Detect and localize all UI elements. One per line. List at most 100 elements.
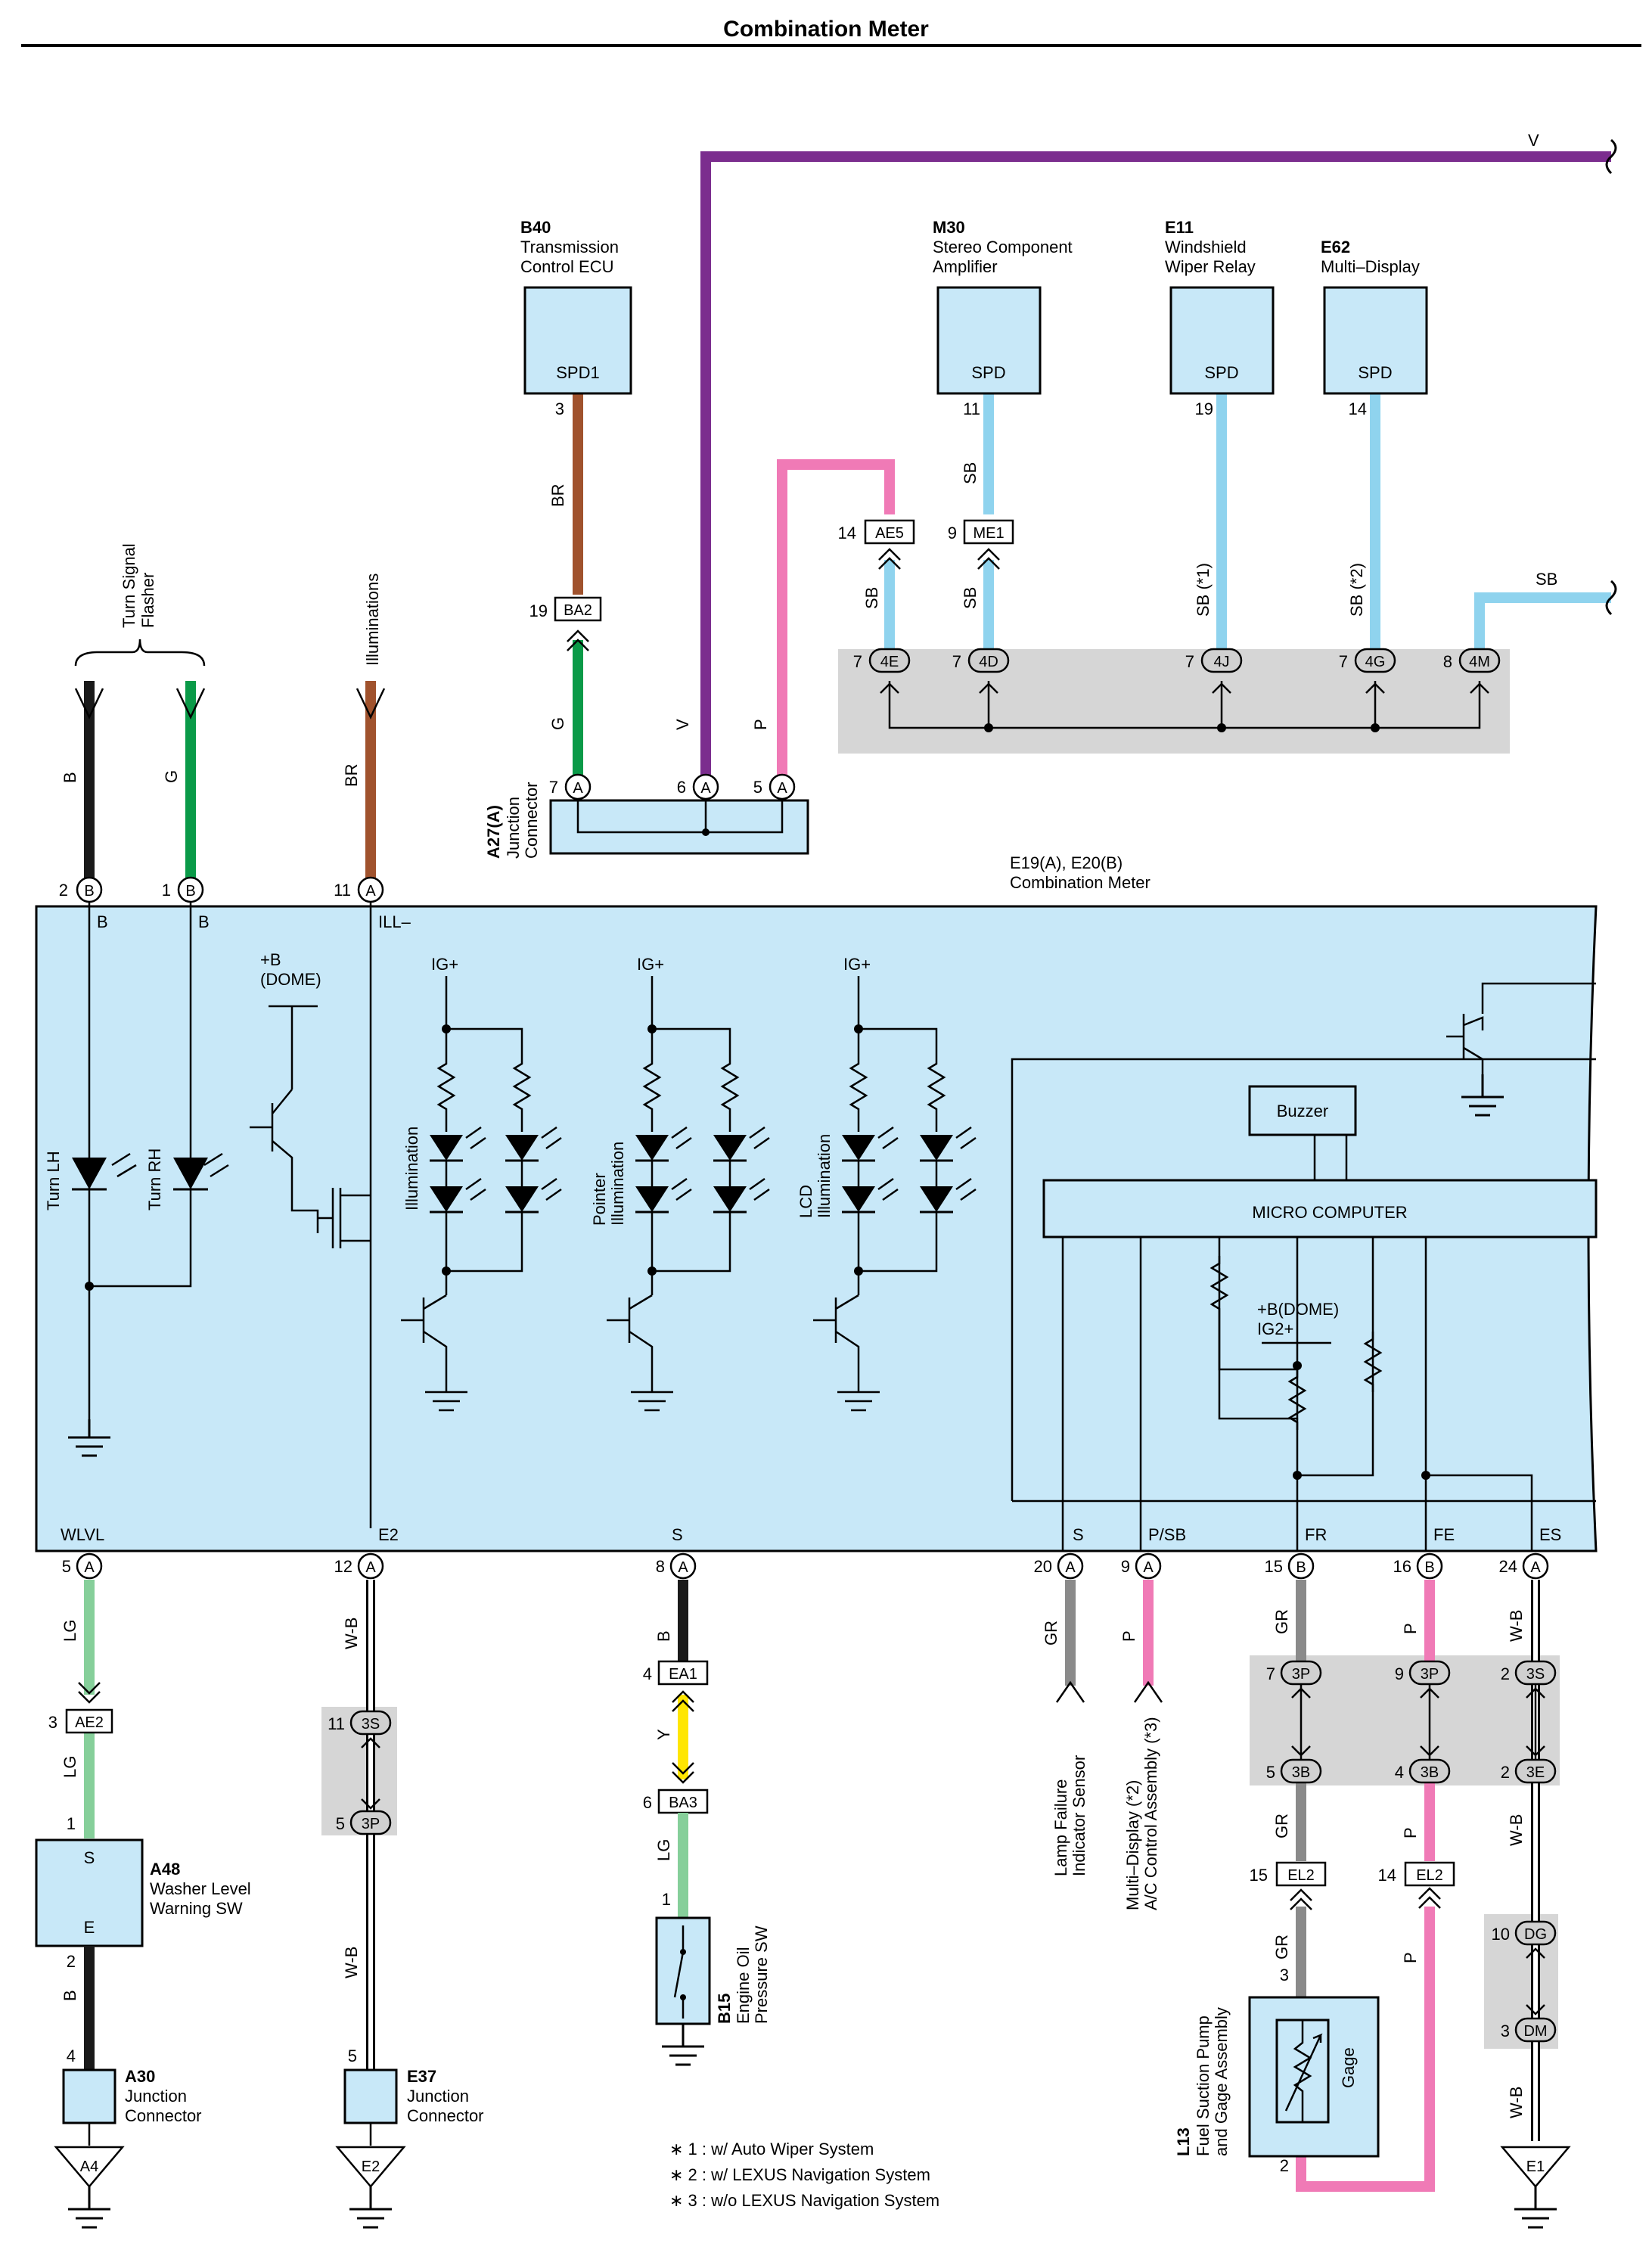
wire-label-g-turn: G: [162, 770, 181, 783]
ground-e1: [1500, 2146, 1571, 2188]
lcd-label-l2: Illumination: [815, 1134, 834, 1218]
e37-name-l2: Connector: [407, 2106, 484, 2125]
connector-chevron: [672, 1690, 694, 1784]
resistor: [436, 1059, 456, 1132]
wire-label-lg-b15: LG: [654, 1839, 673, 1861]
wire-label-b-s: B: [654, 1630, 673, 1642]
m30-box: [936, 286, 1042, 395]
pin-ba2: 19: [529, 601, 548, 620]
connector-chevron: [1526, 1947, 1545, 2015]
resistor-r2: [1363, 1332, 1383, 1392]
ground-e2-label: E2: [362, 2158, 380, 2175]
connector-ea1-label: EA1: [669, 1666, 697, 1683]
resistor-r3: [1287, 1369, 1307, 1430]
junction-dot: [442, 1266, 451, 1276]
gray-pill-label: 3B: [1292, 1764, 1310, 1781]
gray-pill-pin: 2: [1501, 1763, 1510, 1782]
meter-pin-2-no: 2: [59, 881, 68, 900]
e11-pin-no: 19: [1195, 399, 1213, 418]
meter-pin-11: A 11: [334, 876, 384, 903]
gray-pill-pin: 7: [1266, 1664, 1275, 1683]
multi-display-l1: Multi–Display (*2): [1123, 1780, 1142, 1910]
a30-box: [62, 2068, 116, 2124]
main-component-id: E19(A), E20(B): [1010, 853, 1123, 872]
terminal-es: ES: [1539, 1525, 1561, 1544]
pill-4e: 4E 7: [853, 648, 911, 673]
led-rays: [955, 1177, 977, 1201]
a48-id: A48: [150, 1860, 180, 1879]
pill-dg: DG 10: [1492, 1920, 1557, 1946]
junction-dot: [984, 723, 993, 732]
connector-ba2: [554, 596, 602, 622]
connector-ba2-label: BA2: [564, 602, 592, 619]
wire-label-lg-1: LG: [61, 1620, 79, 1642]
dome-label-l2: (DOME): [260, 970, 321, 989]
pin-3s-e2: 11: [328, 1714, 345, 1733]
led: [430, 1135, 463, 1161]
l13-variable-resistor: [1284, 2020, 1323, 2122]
a27-pin-6-no: 6: [677, 778, 686, 797]
gray-pill-label: 3P: [1421, 1666, 1439, 1683]
pill-4g: 4G 7: [1339, 648, 1396, 673]
led-rays: [877, 1126, 899, 1150]
e11-name-l2: Wiper Relay: [1165, 257, 1256, 276]
pin-ea1: 4: [643, 1664, 652, 1683]
led-rays: [541, 1126, 562, 1150]
a48-box: [35, 1838, 144, 1947]
pill-3s-e2: 3S 11: [328, 1710, 392, 1736]
led-rays: [465, 1177, 486, 1201]
connector-chevron: [361, 1737, 380, 1810]
b40-pin: SPD1: [556, 363, 599, 382]
buzzer-label: Buzzer: [1277, 1102, 1328, 1120]
meter-bottom-pin-no: 24: [1499, 1557, 1517, 1576]
pill-4e-label: 4E: [880, 654, 899, 670]
lamp-failure-l1: Lamp Failure: [1051, 1779, 1070, 1876]
a27-pin-7-letter: A: [573, 780, 583, 797]
pin-4d: 7: [952, 652, 961, 671]
bdome-label: +B(DOME): [1257, 1300, 1339, 1319]
resistor: [720, 1059, 740, 1132]
a48-pin-e: E: [84, 1918, 95, 1937]
junction-dot: [1217, 723, 1226, 732]
meter-bottom-pin-letter: A: [1530, 1559, 1541, 1576]
connector-ae5: [864, 519, 915, 545]
meter-bottom-pin-letter: B: [1424, 1559, 1434, 1576]
l13-name-l2: and Gage Assembly: [1212, 2007, 1231, 2156]
wire-label-sb1: SB (*1): [1194, 563, 1213, 617]
connector-me1: [963, 519, 1014, 545]
connector-chevron: [878, 548, 901, 570]
illuminations-label: Illuminations: [363, 573, 382, 666]
connector-group-shade: [838, 649, 1510, 754]
ground-b15: [662, 2024, 704, 2066]
wire-label-p-top: P: [751, 719, 770, 730]
internal-wiring: [88, 902, 1596, 1551]
pin-dg: 10: [1492, 1925, 1510, 1944]
a30-id: A30: [125, 2067, 155, 2086]
connector-chevron: [567, 629, 589, 651]
pin-4g: 7: [1339, 652, 1348, 671]
ig-label-3: IG+: [843, 955, 871, 974]
wire-label-sb-me1: SB: [961, 587, 980, 609]
wire-label-b-a48: B: [61, 1990, 79, 2001]
wire-break-sb: [1605, 580, 1617, 616]
wire-label-sb-right: SB: [1536, 570, 1557, 589]
led-rays: [955, 1126, 977, 1150]
pin-4e: 7: [853, 652, 862, 671]
b40-pin-no: 3: [555, 399, 564, 418]
wire-label-gr-s: GR: [1042, 1621, 1060, 1646]
ground-a4: [54, 2123, 125, 2188]
pill-3p-e2: 3P 5: [336, 1810, 392, 1835]
led: [635, 1186, 669, 1212]
meter-bottom-pin-letter: B: [1296, 1559, 1306, 1576]
gray-pill-label: 3S: [1526, 1666, 1545, 1683]
meter-pin-2-letter: B: [84, 883, 94, 900]
a27-pin-5: A 5: [753, 773, 796, 800]
pointer-label-l1: Pointer: [590, 1173, 609, 1226]
pin-b15-1: 1: [662, 1890, 671, 1909]
pin-a48-1: 1: [67, 1814, 76, 1833]
meter-bottom-pin-no: 12: [334, 1557, 352, 1576]
e62-box: [1323, 286, 1428, 395]
meter-bottom-pin-letter: A: [678, 1559, 688, 1576]
junction-dot: [85, 1282, 94, 1291]
buzzer-leads: [1313, 1135, 1348, 1180]
